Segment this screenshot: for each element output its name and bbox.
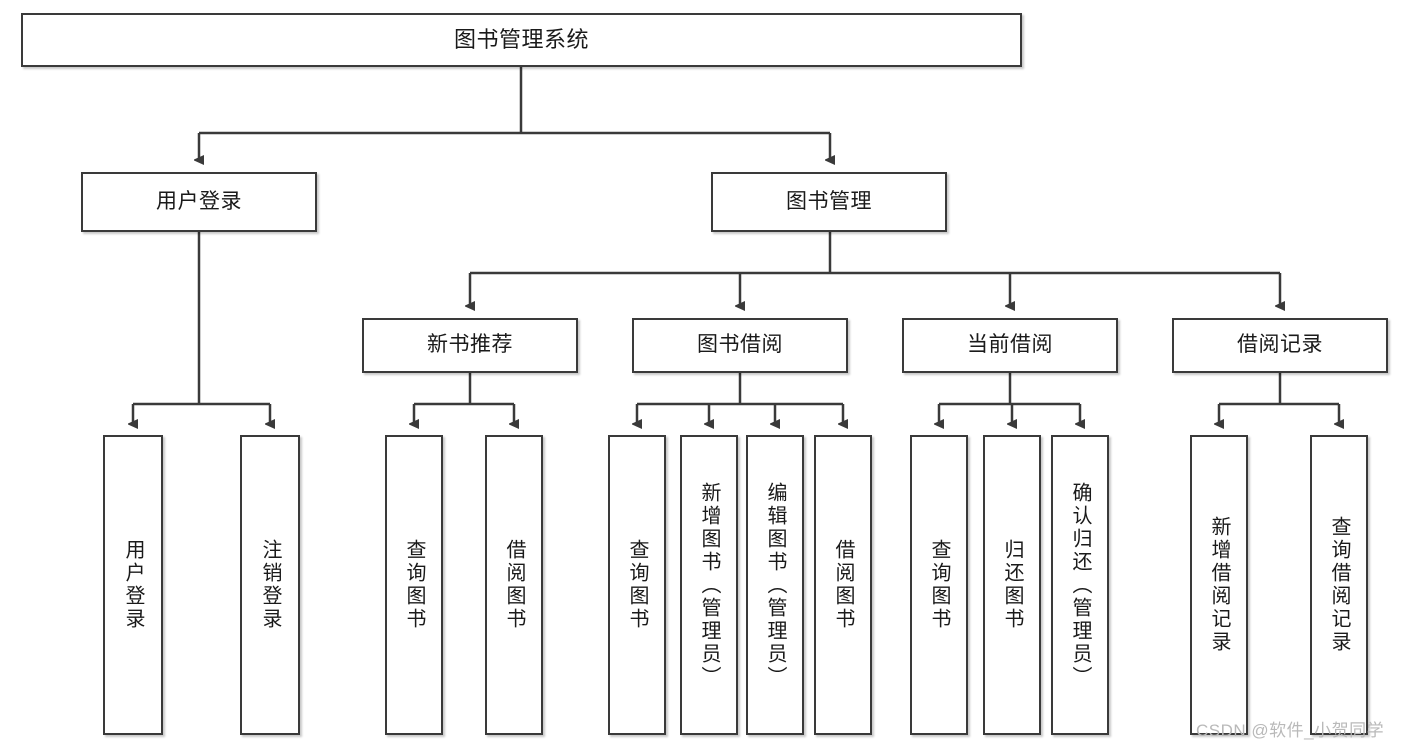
node-leaf-add-record-label: 新增借阅记录 xyxy=(1208,516,1230,654)
node-new-book-rec[interactable]: 新书推荐 xyxy=(362,318,578,373)
node-leaf-query-book[interactable]: 查询图书 xyxy=(608,435,666,735)
node-leaf-query-book-rec[interactable]: 查询图书 xyxy=(385,435,443,735)
node-current-borrow-label: 当前借阅 xyxy=(967,333,1053,357)
node-leaf-query-book-rec-label: 查询图书 xyxy=(403,539,425,631)
node-leaf-confirm-return[interactable]: 确认归还（管理员） xyxy=(1051,435,1109,735)
node-book-manage[interactable]: 图书管理 xyxy=(711,172,947,232)
node-leaf-borrow-book-rec-label: 借阅图书 xyxy=(503,539,525,631)
node-leaf-return-book[interactable]: 归还图书 xyxy=(983,435,1041,735)
node-leaf-borrow-book-label: 借阅图书 xyxy=(832,539,854,631)
node-new-book-rec-label: 新书推荐 xyxy=(427,333,513,357)
node-leaf-user-login-label: 用户登录 xyxy=(122,539,144,631)
node-leaf-borrow-book-rec[interactable]: 借阅图书 xyxy=(485,435,543,735)
csdn-watermark: CSDN @软件_小贺同学 xyxy=(1196,721,1385,740)
node-leaf-edit-book[interactable]: 编辑图书（管理员） xyxy=(746,435,804,735)
node-book-borrow-label: 图书借阅 xyxy=(697,333,783,357)
node-leaf-return-book-label: 归还图书 xyxy=(1001,539,1023,631)
node-user-login-label: 用户登录 xyxy=(156,189,242,213)
node-borrow-record-label: 借阅记录 xyxy=(1237,333,1323,357)
node-leaf-user-logout-label: 注销登录 xyxy=(259,539,281,631)
node-leaf-add-book[interactable]: 新增图书（管理员） xyxy=(680,435,738,735)
node-borrow-record[interactable]: 借阅记录 xyxy=(1172,318,1388,373)
node-leaf-confirm-return-label: 确认归还（管理员） xyxy=(1069,481,1091,689)
node-book-manage-label: 图书管理 xyxy=(786,189,872,213)
node-leaf-borrow-book[interactable]: 借阅图书 xyxy=(814,435,872,735)
node-leaf-user-login[interactable]: 用户登录 xyxy=(103,435,163,735)
node-root-label: 图书管理系统 xyxy=(453,27,589,53)
node-leaf-edit-book-label: 编辑图书（管理员） xyxy=(764,481,786,689)
node-leaf-query-record-label: 查询借阅记录 xyxy=(1328,516,1350,654)
node-current-borrow[interactable]: 当前借阅 xyxy=(902,318,1118,373)
node-leaf-query-record[interactable]: 查询借阅记录 xyxy=(1310,435,1368,735)
node-leaf-user-logout[interactable]: 注销登录 xyxy=(240,435,300,735)
node-leaf-query-book-cur[interactable]: 查询图书 xyxy=(910,435,968,735)
node-leaf-add-record[interactable]: 新增借阅记录 xyxy=(1190,435,1248,735)
node-leaf-query-book-label: 查询图书 xyxy=(626,539,648,631)
node-user-login[interactable]: 用户登录 xyxy=(81,172,317,232)
node-leaf-add-book-label: 新增图书（管理员） xyxy=(698,481,720,689)
node-book-borrow[interactable]: 图书借阅 xyxy=(632,318,848,373)
node-root[interactable]: 图书管理系统 xyxy=(21,13,1022,67)
node-leaf-query-book-cur-label: 查询图书 xyxy=(928,539,950,631)
